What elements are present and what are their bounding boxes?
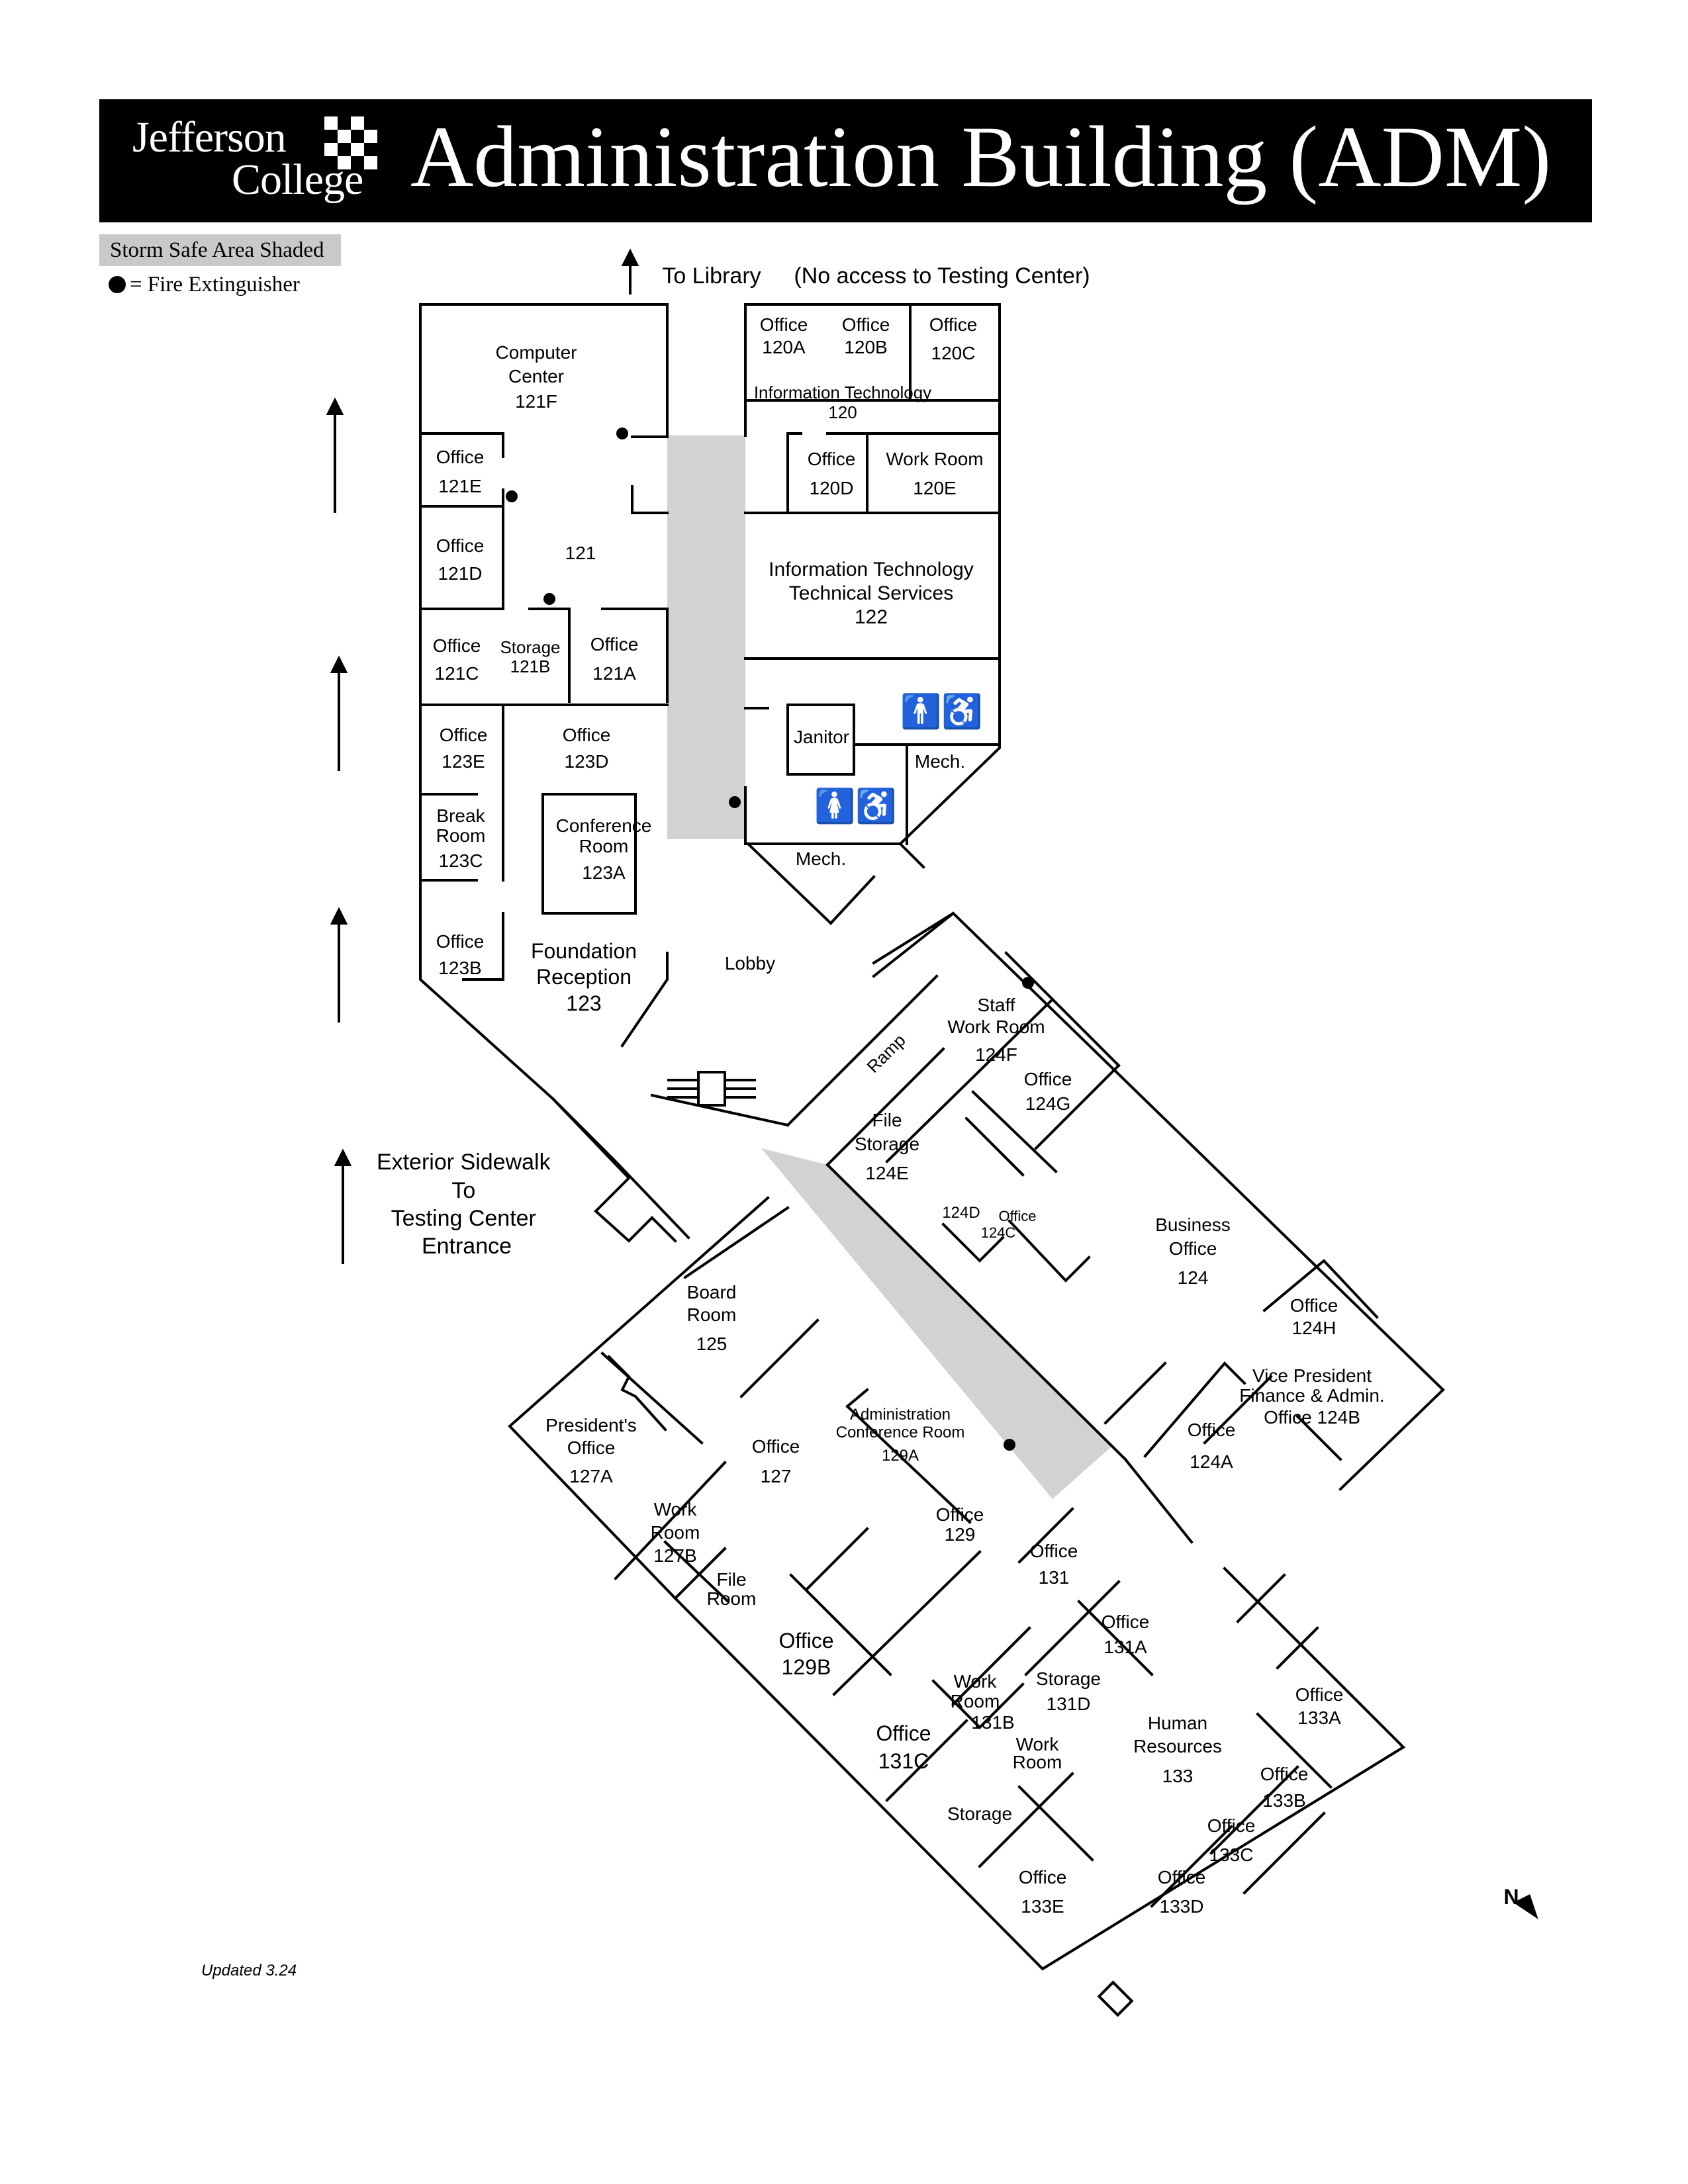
arrow-up-icon	[330, 655, 348, 771]
room-mech-2: Mech.	[796, 848, 846, 869]
room-storage: Storage	[947, 1803, 1012, 1824]
fire-extinguisher-icon	[506, 490, 518, 502]
arrow-up-icon	[334, 1148, 352, 1264]
no-access-label: (No access to Testing Center)	[794, 263, 1090, 289]
to-library-label: To Library	[662, 263, 761, 289]
storm-safe-corridor-south	[761, 1148, 1112, 1499]
fire-extinguisher-icon	[1022, 977, 1034, 989]
room-janitor: Janitor	[794, 727, 849, 747]
fire-extinguishers	[506, 428, 1034, 1451]
storm-safe-areas	[667, 435, 1112, 1499]
fire-extinguisher-icon	[543, 593, 555, 605]
page-title: Administration Building (ADM)	[410, 108, 1552, 205]
ramp-label: Ramp	[863, 1030, 910, 1077]
room-121: 121	[565, 543, 596, 563]
fire-extinguisher-icon	[109, 276, 126, 293]
fire-extinguisher-icon	[1004, 1439, 1015, 1451]
updated-note: Updated 3.24	[201, 1962, 297, 1979]
storm-safe-corridor-north	[667, 435, 745, 839]
arrow-up-icon	[330, 907, 348, 1023]
legend-fire-extinguisher: = Fire Extinguisher	[109, 273, 300, 297]
legend-fire-label: = Fire Extinguisher	[130, 273, 300, 296]
restroom-women-accessible-icon: 🚺♿	[814, 787, 897, 825]
map-labels: To Library (No access to Testing Center)…	[377, 263, 1519, 1909]
fire-extinguisher-icon	[729, 796, 741, 808]
restroom-icons: 🚹♿ 🚺♿	[814, 692, 983, 825]
legend-storm-safe: Storm Safe Area Shaded	[99, 234, 341, 266]
checker-logo-icon	[324, 116, 377, 169]
fire-extinguisher-icon	[616, 428, 628, 439]
logo-line1: Jefferson	[132, 113, 287, 161]
room-mech-1: Mech.	[915, 751, 965, 772]
exterior-sidewalk-label: Exterior Sidewalk To Testing Center Entr…	[377, 1150, 557, 1259]
north-label: N	[1503, 1885, 1519, 1909]
lobby-label: Lobby	[725, 953, 775, 974]
header-bar: Jefferson College Administration Buildin…	[99, 99, 1592, 222]
arrow-up-icon	[326, 397, 344, 513]
walls	[419, 303, 1445, 2017]
north-arrow-icon	[1513, 1894, 1538, 1919]
arrows	[326, 248, 1538, 1919]
room-124d: 124D	[942, 1204, 980, 1222]
arrow-up-icon	[621, 248, 639, 295]
restroom-men-accessible-icon: 🚹♿	[900, 692, 983, 730]
